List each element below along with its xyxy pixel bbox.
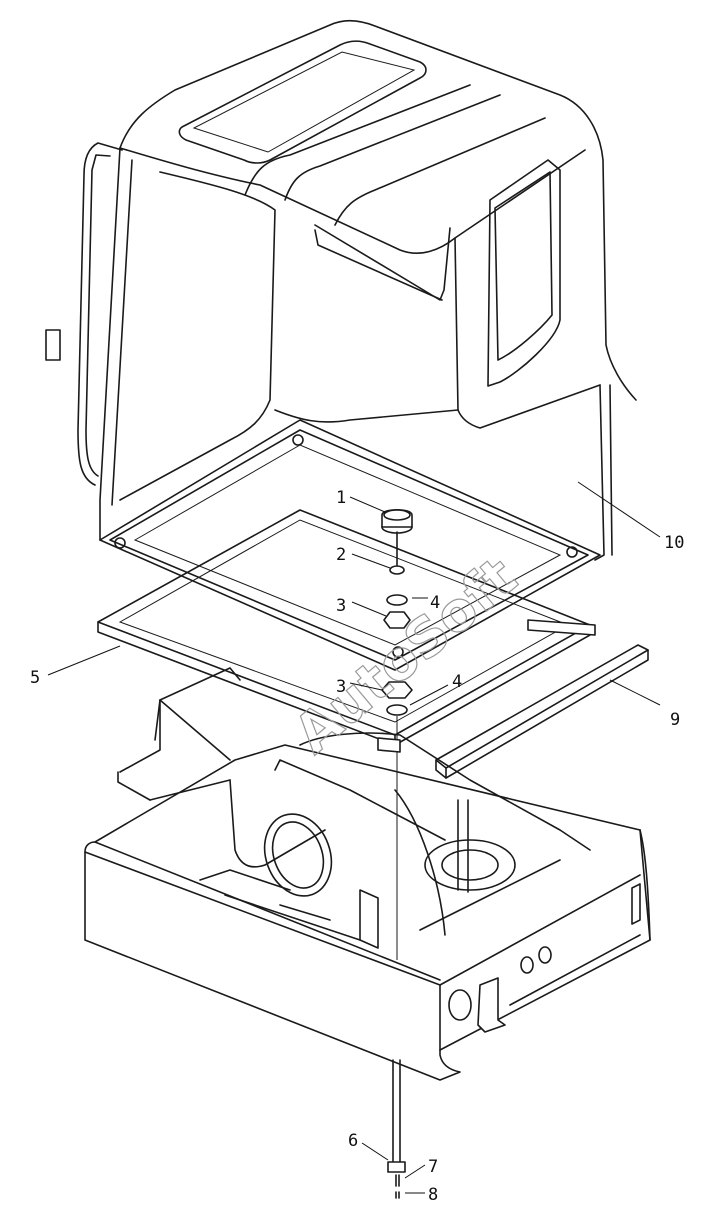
callout-3a: 3: [336, 596, 346, 616]
callout-1: 1: [336, 488, 346, 508]
platform-frame: [84, 667, 651, 1081]
callout-6: 6: [348, 1131, 358, 1151]
mount-assembly-upper: [381, 508, 413, 629]
callout-9: 9: [670, 710, 680, 730]
callout-4b: 4: [452, 672, 462, 692]
bolt-assembly: [387, 1059, 406, 1199]
rubber-strip: [377, 619, 649, 779]
callout-2: 2: [336, 545, 346, 565]
callout-4a: 4: [430, 593, 440, 613]
cab-body: [45, 19, 637, 671]
callout-10: 10: [664, 533, 684, 553]
mount-assembly-lower: [381, 681, 413, 960]
callout-3b: 3: [336, 677, 346, 697]
callout-leaders: [47, 481, 661, 1194]
callout-7: 7: [428, 1157, 438, 1177]
callout-5: 5: [30, 668, 40, 688]
callout-8: 8: [428, 1185, 438, 1205]
